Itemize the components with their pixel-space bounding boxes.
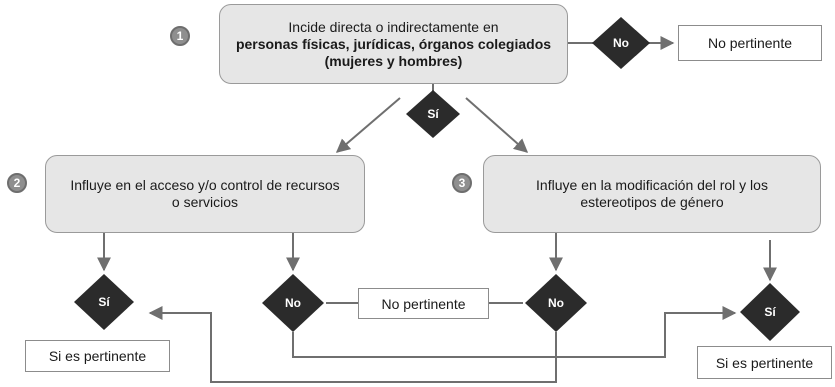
outcome-no-pertinente-top: No pertinente [678, 25, 822, 61]
outcome-no-pertinente-mid: No pertinente [358, 288, 489, 319]
decision-no-midleft [262, 274, 324, 332]
outcome-si-pertinente-left: Si es pertinente [25, 340, 170, 372]
step-1-line-1: Incide directa o indirectamente en [288, 18, 499, 35]
decision-no-midright [525, 274, 587, 332]
decision-si-top [406, 90, 460, 138]
edge-si-to-s3 [465, 97, 529, 153]
edge-si-to-s2 [335, 97, 401, 153]
step-1-line-2: personas físicas, jurídicas, órganos col… [235, 35, 552, 52]
process-step-2: Influye en el acceso y/o control de recu… [45, 155, 365, 233]
step-2-line-2: o servicios [171, 194, 239, 210]
process-step-3: Influye en la modificación del rol y los… [483, 155, 821, 233]
decision-si-left-label: Sí [98, 295, 110, 309]
process-step-1: Incide directa o indirectamente en perso… [219, 4, 568, 84]
decision-si-right [740, 283, 800, 341]
edge-nomidleft-to-si-right [292, 306, 737, 358]
step-1-line-3: (mujeres y hombres) [324, 52, 463, 69]
decision-no-top-label: No [613, 36, 629, 50]
decision-no-midright-label: No [548, 296, 564, 310]
step-number-1: 1 [170, 26, 190, 46]
step-number-2: 2 [7, 173, 27, 193]
step-2-line-1: Influye en el acceso y/o control de recu… [70, 177, 340, 193]
step-number-3: 3 [452, 173, 472, 193]
outcome-si-pertinente-right: Si es pertinente [697, 346, 832, 379]
decision-si-left [74, 274, 134, 330]
decision-no-midleft-label: No [285, 296, 301, 310]
edge-nomidright-to-si-left [148, 306, 557, 383]
decision-si-right-label: Sí [764, 305, 776, 319]
step-3-line-1: Influye en la modificación del rol y los [536, 177, 768, 193]
step-3-line-2: estereotipos de género [580, 194, 724, 210]
decision-no-top [592, 17, 650, 69]
decision-si-top-label: Sí [427, 107, 439, 121]
